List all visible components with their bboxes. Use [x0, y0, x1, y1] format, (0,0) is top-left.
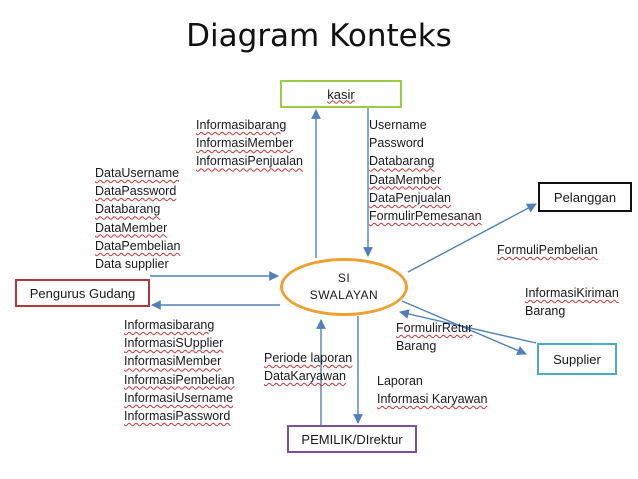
flow-item: DataPembelian	[95, 238, 181, 253]
flow-item: InformasiMember	[196, 136, 294, 151]
flow-item: DataMember	[369, 172, 442, 187]
entity-pelanggan: Pelanggan	[538, 182, 632, 212]
flow-item: Username	[369, 118, 427, 132]
page-title: Diagram Konteks	[186, 18, 452, 54]
flow-item: Barang	[525, 304, 566, 319]
flow-item: Periode laporan	[264, 351, 353, 365]
process-si-swalayan: SI SWALAYAN	[280, 258, 408, 316]
flow-process-to-kasir: Informasibarang InformasiMember Informas…	[196, 116, 303, 171]
flow-item: InformasiUsername	[124, 390, 234, 405]
flow-item: FormuliPembelian	[497, 243, 598, 257]
flow-process-to-gudang: Informasibarang InformasiSUpplier Inform…	[124, 316, 234, 425]
entity-kasir-label: kasir	[327, 86, 355, 102]
entity-pemilik: PEMILIK/DIrektur	[287, 425, 417, 453]
flow-process-to-supplier: FormulirRetur Barang	[396, 319, 472, 355]
entity-pemilik-label: PEMILIK/DIrektur	[301, 431, 403, 447]
entity-pengurus-gudang-label: Pengurus Gudang	[29, 285, 136, 301]
flow-process-to-pelanggan: FormuliPembelian	[497, 241, 598, 259]
flow-item: Databarang	[95, 202, 161, 217]
flow-item: DataUsername	[95, 166, 180, 180]
flow-item: InformasiKiriman	[525, 286, 619, 300]
flow-item: Informasi Karyawan	[377, 392, 488, 407]
flow-item: Informasibarang	[196, 118, 287, 132]
arrow-supplier-to-process	[399, 309, 537, 344]
flow-item: Informasibarang	[124, 318, 215, 332]
flow-item: DataPassword	[95, 184, 177, 199]
entity-pelanggan-label: Pelanggan	[553, 189, 617, 205]
flow-item: Barang	[396, 339, 437, 354]
flow-gudang-to-process: DataUsername DataPassword Databarang Dat…	[95, 164, 180, 273]
entity-supplier-label: Supplier	[553, 351, 601, 367]
arrow-process-to-supplier	[401, 300, 527, 356]
flow-item: DataKaryawan	[264, 369, 346, 384]
flow-item: Password	[369, 136, 424, 151]
flow-kasir-to-process: Username Password Databarang DataMember …	[369, 116, 482, 225]
flow-pemilik-to-process: Periode laporan DataKaryawan	[264, 349, 352, 385]
flow-supplier-to-process: InformasiKiriman Barang	[525, 284, 619, 320]
flow-item: FormulirRetur	[396, 321, 473, 335]
flow-item: Data supplier	[95, 257, 169, 272]
entity-kasir: kasir	[280, 80, 402, 108]
entity-supplier: Supplier	[537, 343, 617, 375]
flow-item: FormulirPemesanan	[369, 209, 482, 224]
flow-item: DataMember	[95, 220, 168, 235]
flow-item: InformasiPenjualan	[196, 154, 304, 169]
flow-item: InformasiPembelian	[124, 372, 235, 387]
flow-item: Databarang	[369, 154, 435, 169]
process-label-line1: SI	[337, 271, 351, 285]
process-label-line2: SWALAYAN	[309, 288, 379, 302]
flow-item: InformasiPassword	[124, 409, 231, 424]
entity-pengurus-gudang: Pengurus Gudang	[15, 279, 150, 307]
flow-process-to-pemilik: Laporan Informasi Karyawan	[377, 372, 487, 408]
flow-item: InformasiMember	[124, 354, 222, 369]
flow-item: DataPenjualan	[369, 190, 452, 205]
arrow-process-to-pelanggan	[407, 203, 537, 273]
flow-item: InformasiSUpplier	[124, 336, 224, 351]
flow-item: Laporan	[377, 374, 423, 388]
